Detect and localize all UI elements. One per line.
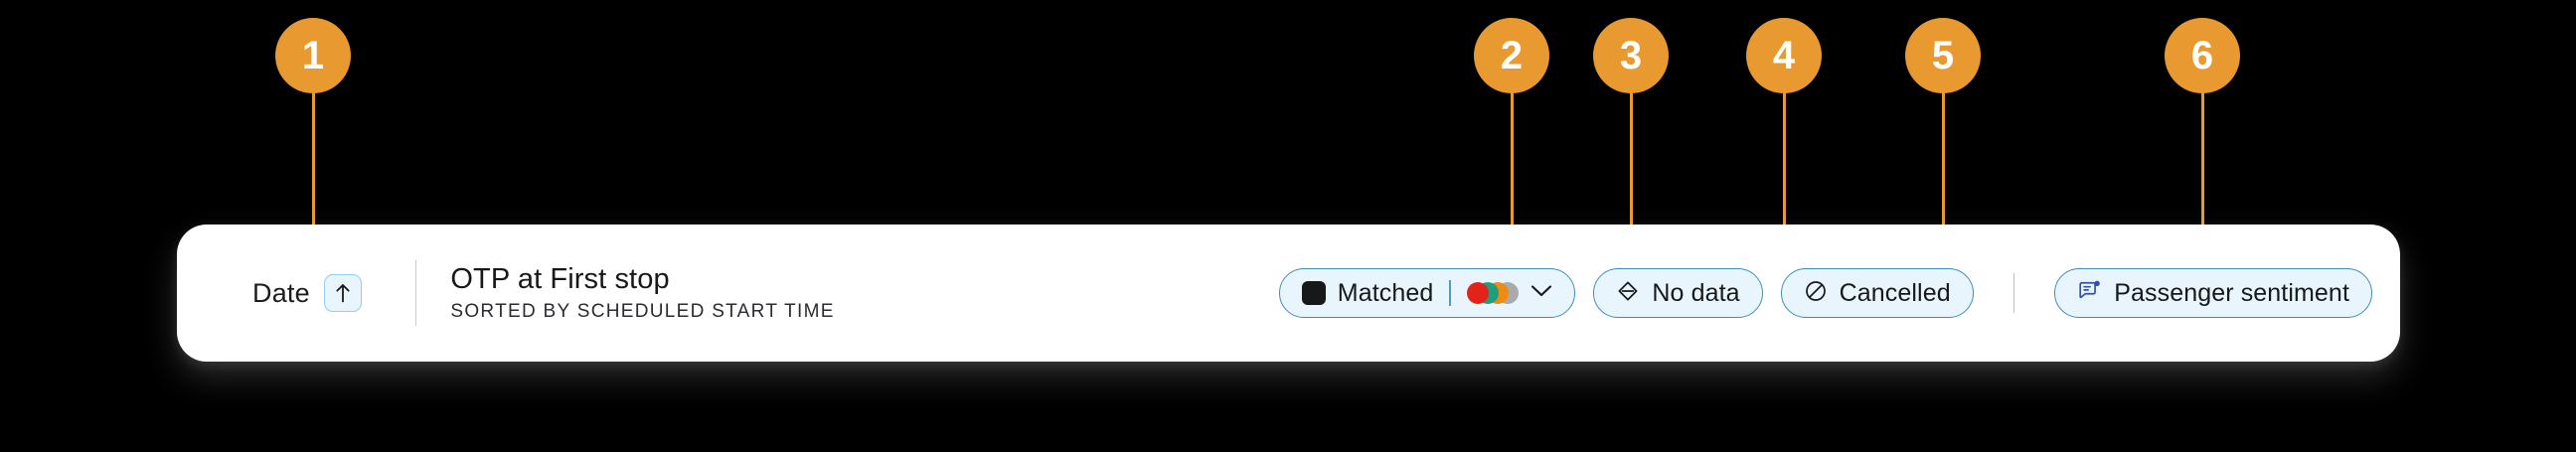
annotation-marker-bubble: 4 — [1746, 18, 1822, 93]
toolbar-right-cluster: Matched — [1278, 268, 2372, 318]
filter-pill-passenger-sentiment[interactable]: Passenger sentiment — [2054, 268, 2372, 318]
annotation-marker-bubble: 5 — [1905, 18, 1981, 93]
annotation-marker-stem — [2200, 91, 2204, 274]
filter-pill-matched-label: Matched — [1337, 278, 1434, 307]
annotation-marker-bubble: 1 — [275, 18, 351, 93]
diamond-outline-icon — [1616, 279, 1640, 308]
no-entry-slash-circle-icon — [1804, 279, 1828, 308]
red-dot — [1467, 282, 1490, 304]
arrow-up-icon — [334, 283, 352, 303]
sort-direction-button[interactable] — [323, 274, 362, 312]
sort-label: Date — [252, 277, 310, 308]
sort-control-group: Date — [217, 274, 362, 312]
toolbar-divider-right — [2012, 273, 2015, 313]
filter-pill-cancelled-label: Cancelled — [1839, 278, 1951, 307]
filter-pill-matched[interactable]: Matched — [1278, 268, 1576, 318]
filter-pill-passenger-sentiment-label: Passenger sentiment — [2114, 278, 2349, 307]
annotation-marker-stem — [1941, 91, 1945, 274]
annotation-marker-stem — [1510, 91, 1514, 274]
page-subtitle: SORTED BY SCHEDULED START TIME — [450, 301, 835, 323]
annotation-marker-bubble: 6 — [2165, 18, 2240, 93]
toolbar-left-cluster: Date OTP at First stop SORTED BY SCHEDUL… — [217, 260, 835, 326]
pill-inner-divider — [1449, 280, 1452, 306]
filter-pill-no-data-label: No data — [1652, 278, 1740, 307]
annotation-marker-stem — [1782, 91, 1786, 274]
black-square-swatch-icon — [1301, 281, 1326, 305]
annotation-marker-stem — [311, 91, 315, 234]
filter-pill-cancelled[interactable]: Cancelled — [1780, 268, 1974, 318]
annotation-marker-bubble: 2 — [1474, 18, 1549, 93]
filter-pill-no-data[interactable]: No data — [1593, 268, 1763, 318]
annotation-marker-stem — [1629, 91, 1633, 274]
chat-message-badge-icon — [2077, 279, 2102, 308]
toolbar-heading-group: OTP at First stop SORTED BY SCHEDULED ST… — [450, 262, 835, 323]
chevron-down-icon[interactable] — [1530, 284, 1552, 303]
toolbar-divider-left — [414, 260, 417, 326]
annotation-marker-bubble: 3 — [1593, 18, 1669, 93]
page-title: OTP at First stop — [450, 262, 670, 295]
status-legend-dots — [1467, 282, 1520, 304]
toolbar-card: Date OTP at First stop SORTED BY SCHEDUL… — [177, 225, 2400, 362]
